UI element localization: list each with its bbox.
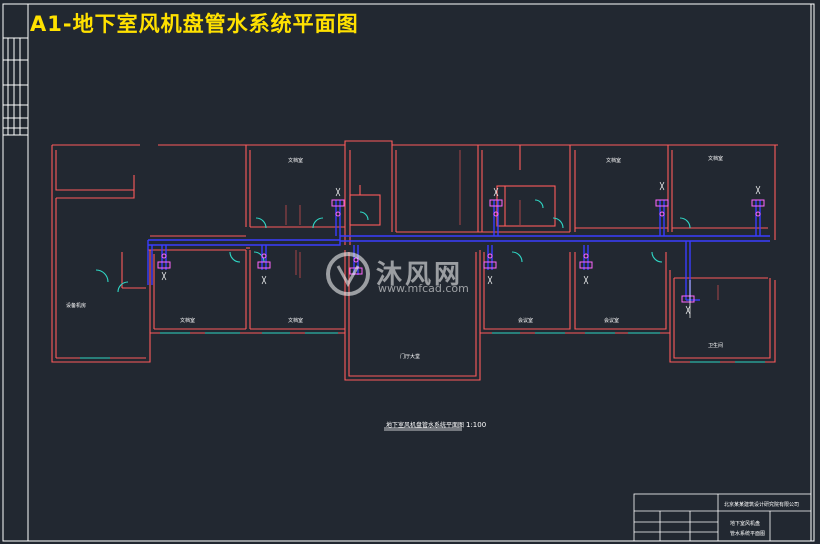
room-label: 文档室	[288, 318, 304, 324]
watermark-url: www.mfcad.com	[378, 282, 469, 295]
room-label: 门厅大堂	[400, 354, 421, 360]
title-block	[633, 493, 812, 542]
branch-markers	[161, 181, 761, 318]
drawing-title: A1-地下室风机盘管水系统平面图	[30, 12, 359, 36]
watermark-text: 沐风网	[376, 260, 464, 290]
watermark-logo-icon	[326, 252, 370, 296]
room-label: 会议室	[604, 318, 620, 324]
room-label: 文档室	[288, 158, 304, 164]
title-block-drawing-name: 管水系统平面图	[730, 531, 766, 537]
room-label: 会议室	[518, 318, 534, 324]
room-label: 文档室	[708, 156, 724, 162]
drawing-scale: 1:100	[466, 421, 487, 429]
caption-underline	[384, 427, 462, 431]
fan-coil-units	[157, 199, 765, 303]
room-label: 文档室	[180, 318, 196, 324]
drawing-frame	[2, 3, 815, 542]
doors	[80, 199, 765, 363]
water-pipes	[147, 200, 770, 301]
drawing-caption: 地下室风机盘管水系统平面图	[386, 422, 465, 429]
room-label: 设备机房	[66, 303, 87, 309]
room-label: 文档室	[606, 158, 622, 164]
title-block-drawing-name: 地下室风机盘	[730, 521, 761, 527]
room-label: 卫生间	[708, 343, 724, 349]
grid-ticks	[285, 150, 719, 300]
title-block-company: 北京某某建筑设计研究院有限公司	[724, 502, 800, 508]
